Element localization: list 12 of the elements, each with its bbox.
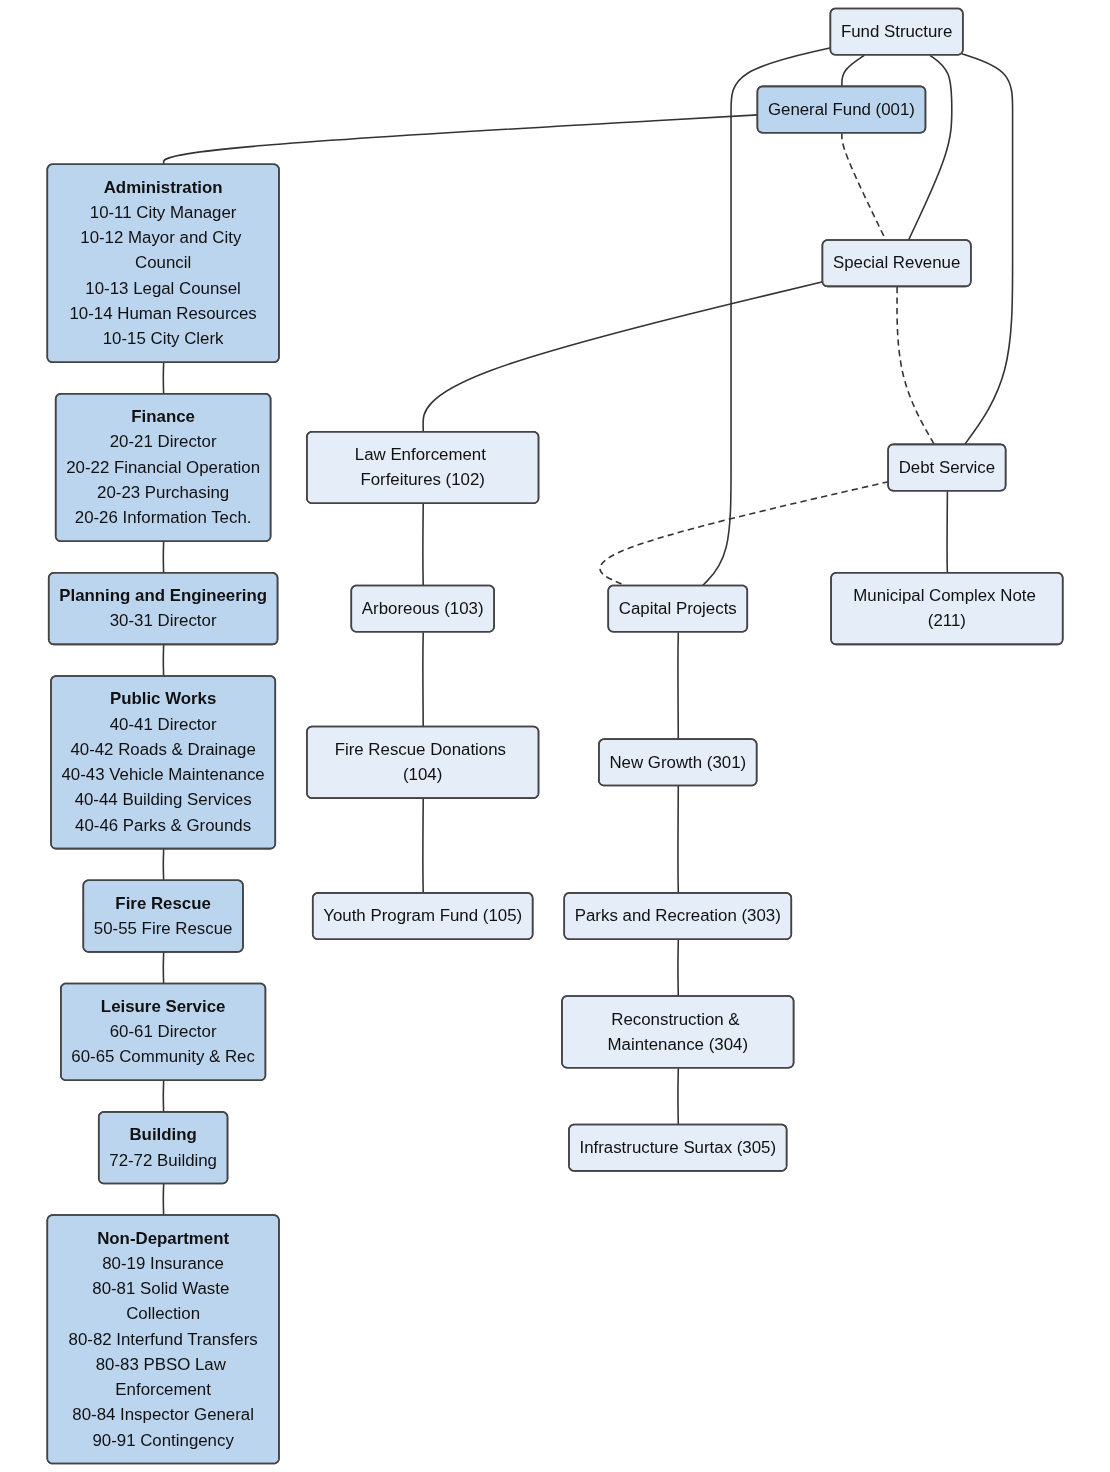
connector <box>896 286 936 446</box>
connector <box>162 1183 165 1217</box>
connector <box>162 848 165 882</box>
connector <box>677 631 680 741</box>
connector <box>422 503 424 587</box>
connector <box>907 54 953 242</box>
connector <box>162 951 165 985</box>
connector <box>841 54 866 88</box>
connector <box>422 631 424 728</box>
connector <box>960 53 1014 446</box>
connector <box>677 938 680 998</box>
connector <box>677 1067 680 1126</box>
